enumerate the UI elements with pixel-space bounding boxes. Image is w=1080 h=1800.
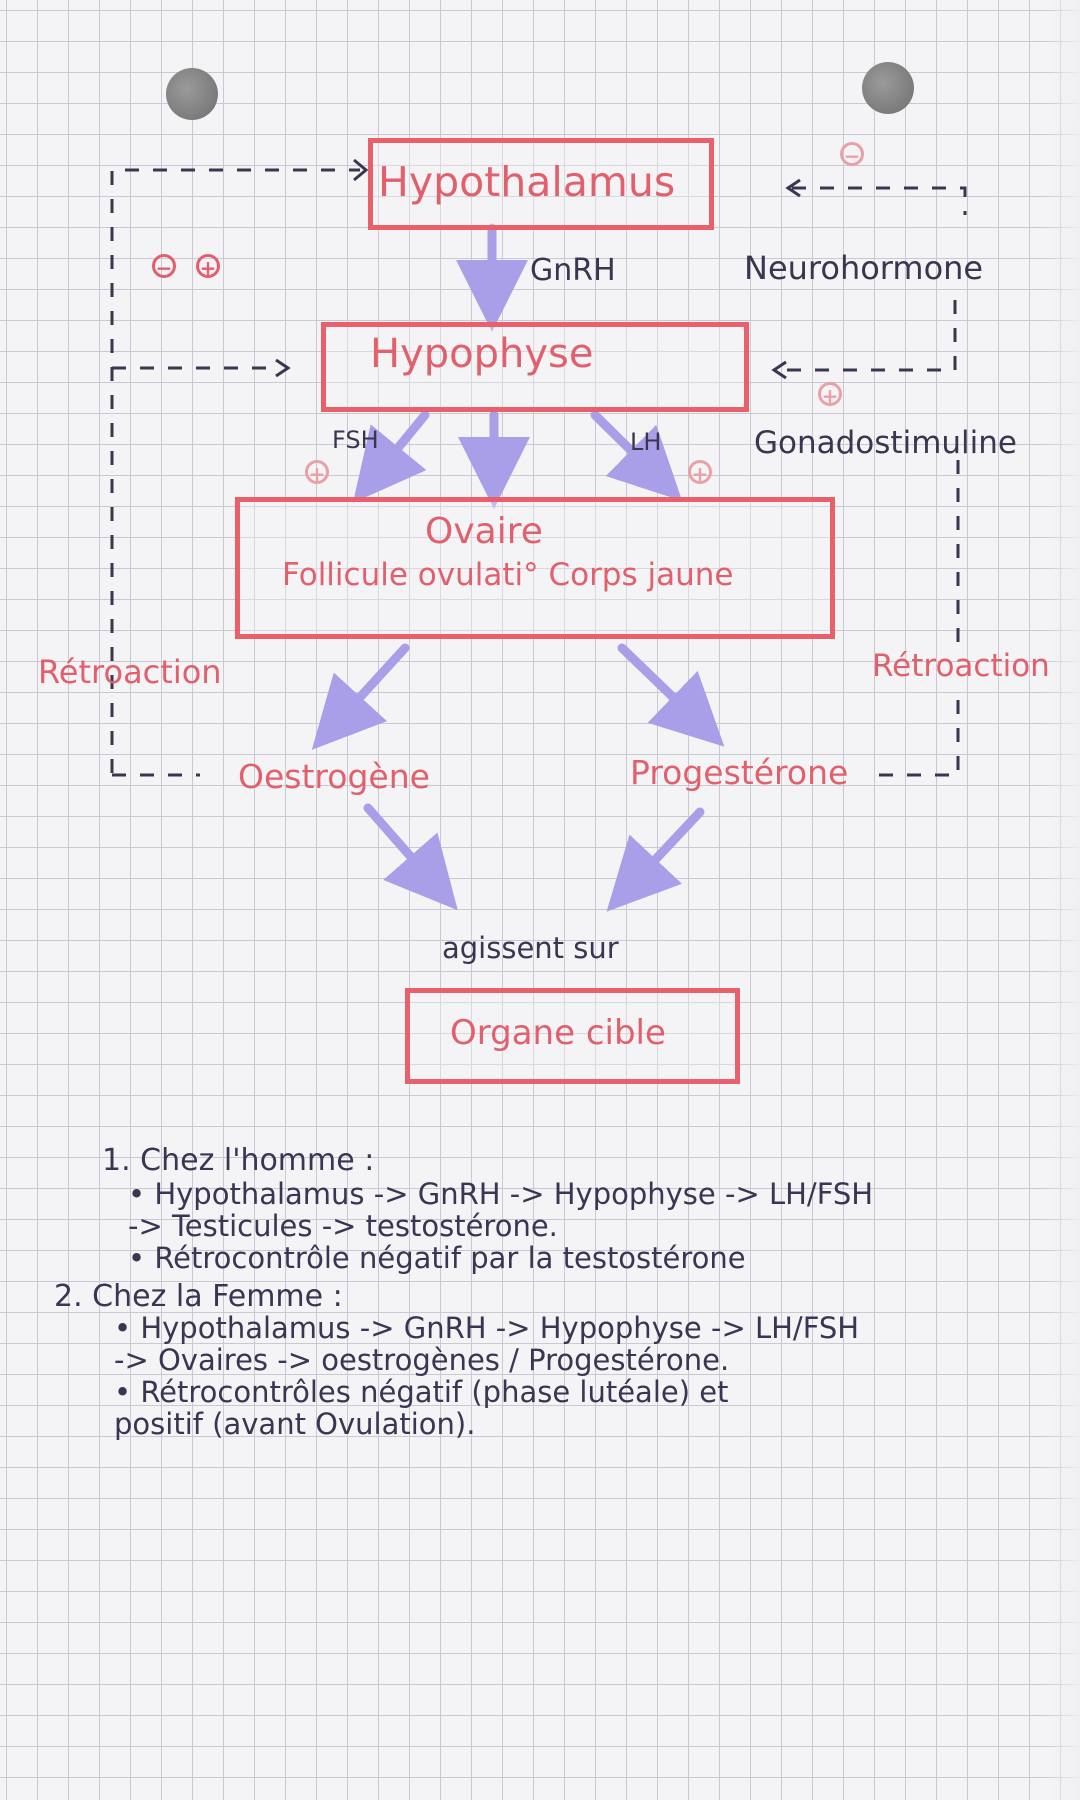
hypothalamus-label: Hypothalamus (378, 158, 676, 206)
progesterone-label: Progestérone (630, 753, 849, 792)
note-homme-line1: • Hypothalamus -> GnRH -> Hypophyse -> L… (128, 1177, 874, 1211)
plus-sign-left: + (196, 254, 220, 280)
punch-hole-right (862, 62, 914, 114)
retroaction-right-label: Rétroaction (872, 648, 1050, 684)
paper-edge (1044, 0, 1080, 1800)
oestrogene-label: Oestrogène (238, 757, 430, 796)
note-homme-line3: • Rétrocontrôle négatif par la testostér… (128, 1241, 746, 1275)
organe-cible-label: Organe cible (450, 1013, 666, 1053)
loop-left-outer (110, 168, 360, 773)
minus-sign-left: − (152, 254, 176, 280)
minus-sign-right: − (840, 142, 864, 168)
lh-label: LH (630, 428, 662, 456)
note-femme-line2: -> Ovaires -> oestrogènes / Progestérone… (114, 1343, 730, 1377)
loop-right-bottom (875, 700, 960, 777)
note-femme-line1: • Hypothalamus -> GnRH -> Hypophyse -> L… (114, 1311, 860, 1345)
gnrh-label: GnRH (530, 253, 616, 288)
ovaire-label: Ovaire (425, 511, 543, 552)
note-homme-line2: -> Testicules -> testostérone. (128, 1209, 558, 1243)
arrow-fsh (352, 410, 430, 503)
ovaire-box (235, 497, 835, 639)
arrow-prog-organe (606, 807, 705, 912)
plus-sign-gonado: + (818, 382, 842, 408)
arrow-oes-organe (363, 803, 458, 911)
retroaction-left-label: Rétroaction (38, 653, 222, 691)
ovaire-sub-label: Follicule ovulati° Corps jaune (282, 557, 734, 593)
arrow-lh (590, 410, 683, 501)
neurohormone-label: Neurohormone (744, 249, 984, 287)
note-femme-line4: positif (avant Ovulation). (114, 1407, 476, 1441)
loop-right-top (792, 186, 967, 215)
note-femme-line3: • Rétrocontrôles négatif (phase lutéale)… (114, 1375, 729, 1409)
hypophyse-box (321, 322, 749, 412)
plus-sign-fsh: + (305, 460, 329, 486)
arrow-oestrogene (311, 643, 410, 750)
note-homme-title: 1. Chez l'homme : (102, 1143, 375, 1178)
gonadostimuline-label: Gonadostimuline (754, 425, 1017, 461)
punch-hole-left (166, 68, 218, 120)
arrow-progesterone (617, 643, 725, 747)
organe-cible-box (405, 988, 740, 1084)
plus-sign-lh: + (688, 460, 712, 486)
hypothalamus-box (368, 138, 714, 230)
note-femme-title: 2. Chez la Femme : (54, 1279, 343, 1314)
fsh-label: FSH (332, 426, 379, 454)
loop-right-mid (780, 300, 957, 372)
agissent-sur-label: agissent sur (442, 931, 619, 965)
hypophyse-label: Hypophyse (370, 331, 594, 377)
